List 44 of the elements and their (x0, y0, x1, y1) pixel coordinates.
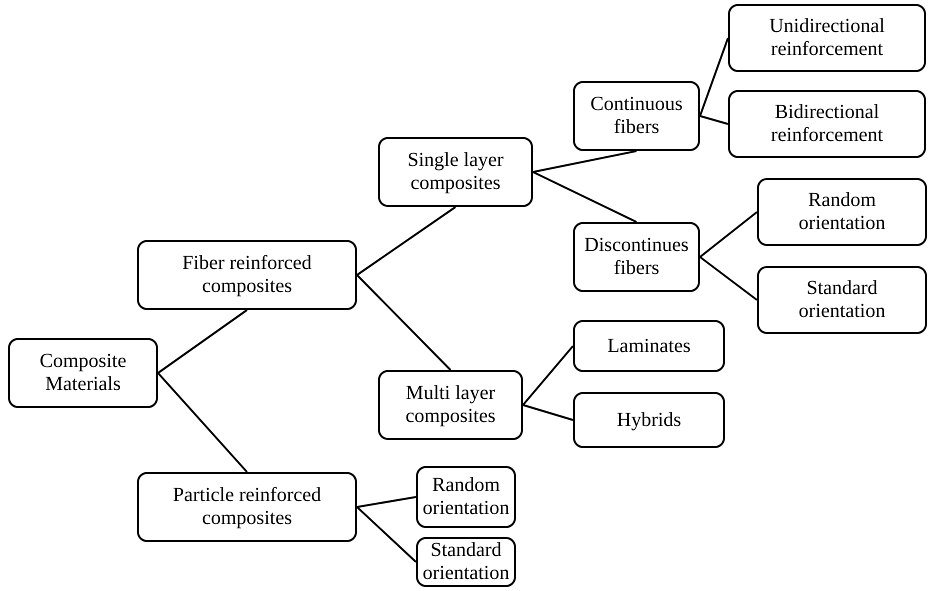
category-box (378, 370, 523, 440)
connector-line (532, 171, 637, 223)
category-box (573, 392, 725, 448)
node-label: Composite Materials (38, 350, 128, 396)
connector-line (157, 309, 248, 374)
connector-line (699, 38, 729, 116)
node-label: Multi layer composites (404, 382, 496, 428)
category-box (573, 320, 725, 372)
category-box (573, 81, 700, 151)
category-box (757, 178, 927, 246)
connector-line (356, 206, 456, 276)
node-label: Single layer composites (406, 149, 505, 195)
category-box (728, 90, 926, 158)
node-label: Hybrids (616, 408, 682, 432)
connector-line (356, 274, 452, 371)
node-label: Discontinues fibers (583, 234, 690, 280)
node-label: Random orientation (798, 189, 886, 235)
category-box (757, 266, 927, 334)
category-box (416, 537, 516, 587)
node-label: Fiber reinforced composites (181, 252, 313, 298)
category-box (378, 137, 533, 207)
category-box (573, 222, 700, 292)
node-label: Bidirectional reinforcement (770, 101, 884, 147)
node-label: Standard orientation (422, 539, 510, 585)
node-label: Random orientation (422, 474, 510, 520)
node-label: Laminates (607, 334, 691, 358)
connector-line (356, 496, 416, 508)
connector-line (157, 372, 248, 473)
connector-line (522, 404, 574, 421)
node-label: Standard orientation (798, 277, 886, 323)
connector-line (700, 115, 728, 125)
category-box (416, 466, 516, 528)
category-box (8, 338, 158, 408)
connector-line (522, 345, 574, 406)
node-label: Particle reinforced composites (172, 484, 322, 530)
category-box (728, 4, 926, 72)
connector-line (699, 211, 758, 258)
connector-line (356, 506, 417, 563)
category-box (137, 240, 357, 310)
node-label: Continuous fibers (589, 93, 684, 139)
connector-line (699, 256, 758, 301)
connector-line (532, 150, 637, 173)
node-label: Unidirectional reinforcement (768, 15, 886, 61)
category-box (137, 472, 357, 542)
